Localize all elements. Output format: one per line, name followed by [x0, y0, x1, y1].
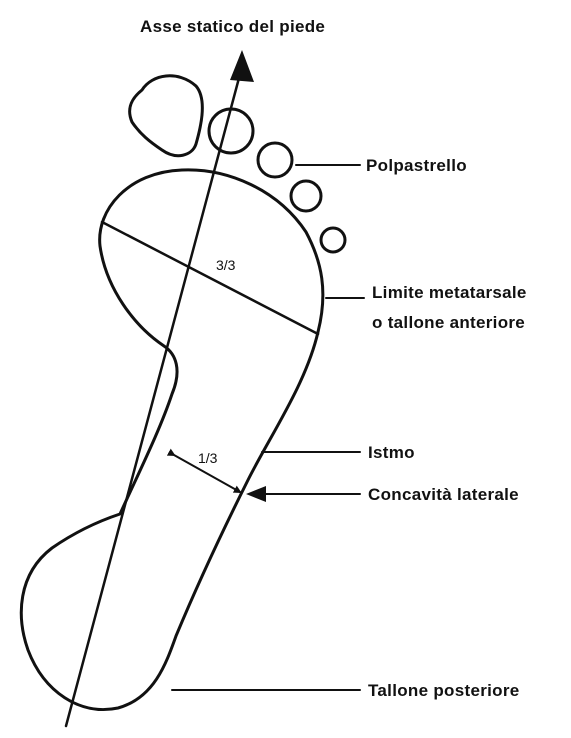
istmo-label: Istmo [368, 443, 415, 462]
toe-3-shape [258, 143, 292, 177]
concavita-label: Concavità laterale [368, 485, 519, 504]
tallone-posteriore-label: Tallone posteriore [368, 681, 520, 700]
limite-label-line2: o tallone anteriore [372, 313, 525, 332]
polpastrello-label: Polpastrello [366, 156, 467, 175]
foot-outline [21, 170, 323, 710]
toe-4-shape [291, 181, 321, 211]
concavita-arrowhead-icon [246, 486, 266, 502]
toe-2-shape [209, 109, 253, 153]
diagram-title: Asse statico del piede [140, 17, 325, 36]
metatarsal-width-label: 3/3 [216, 257, 236, 273]
big-toe-shape [130, 76, 203, 156]
axis-arrowhead-icon [230, 50, 254, 82]
limite-label-line1: Limite metatarsale [372, 283, 527, 302]
isthmus-width-label: 1/3 [198, 450, 218, 466]
toe-5-shape [321, 228, 345, 252]
